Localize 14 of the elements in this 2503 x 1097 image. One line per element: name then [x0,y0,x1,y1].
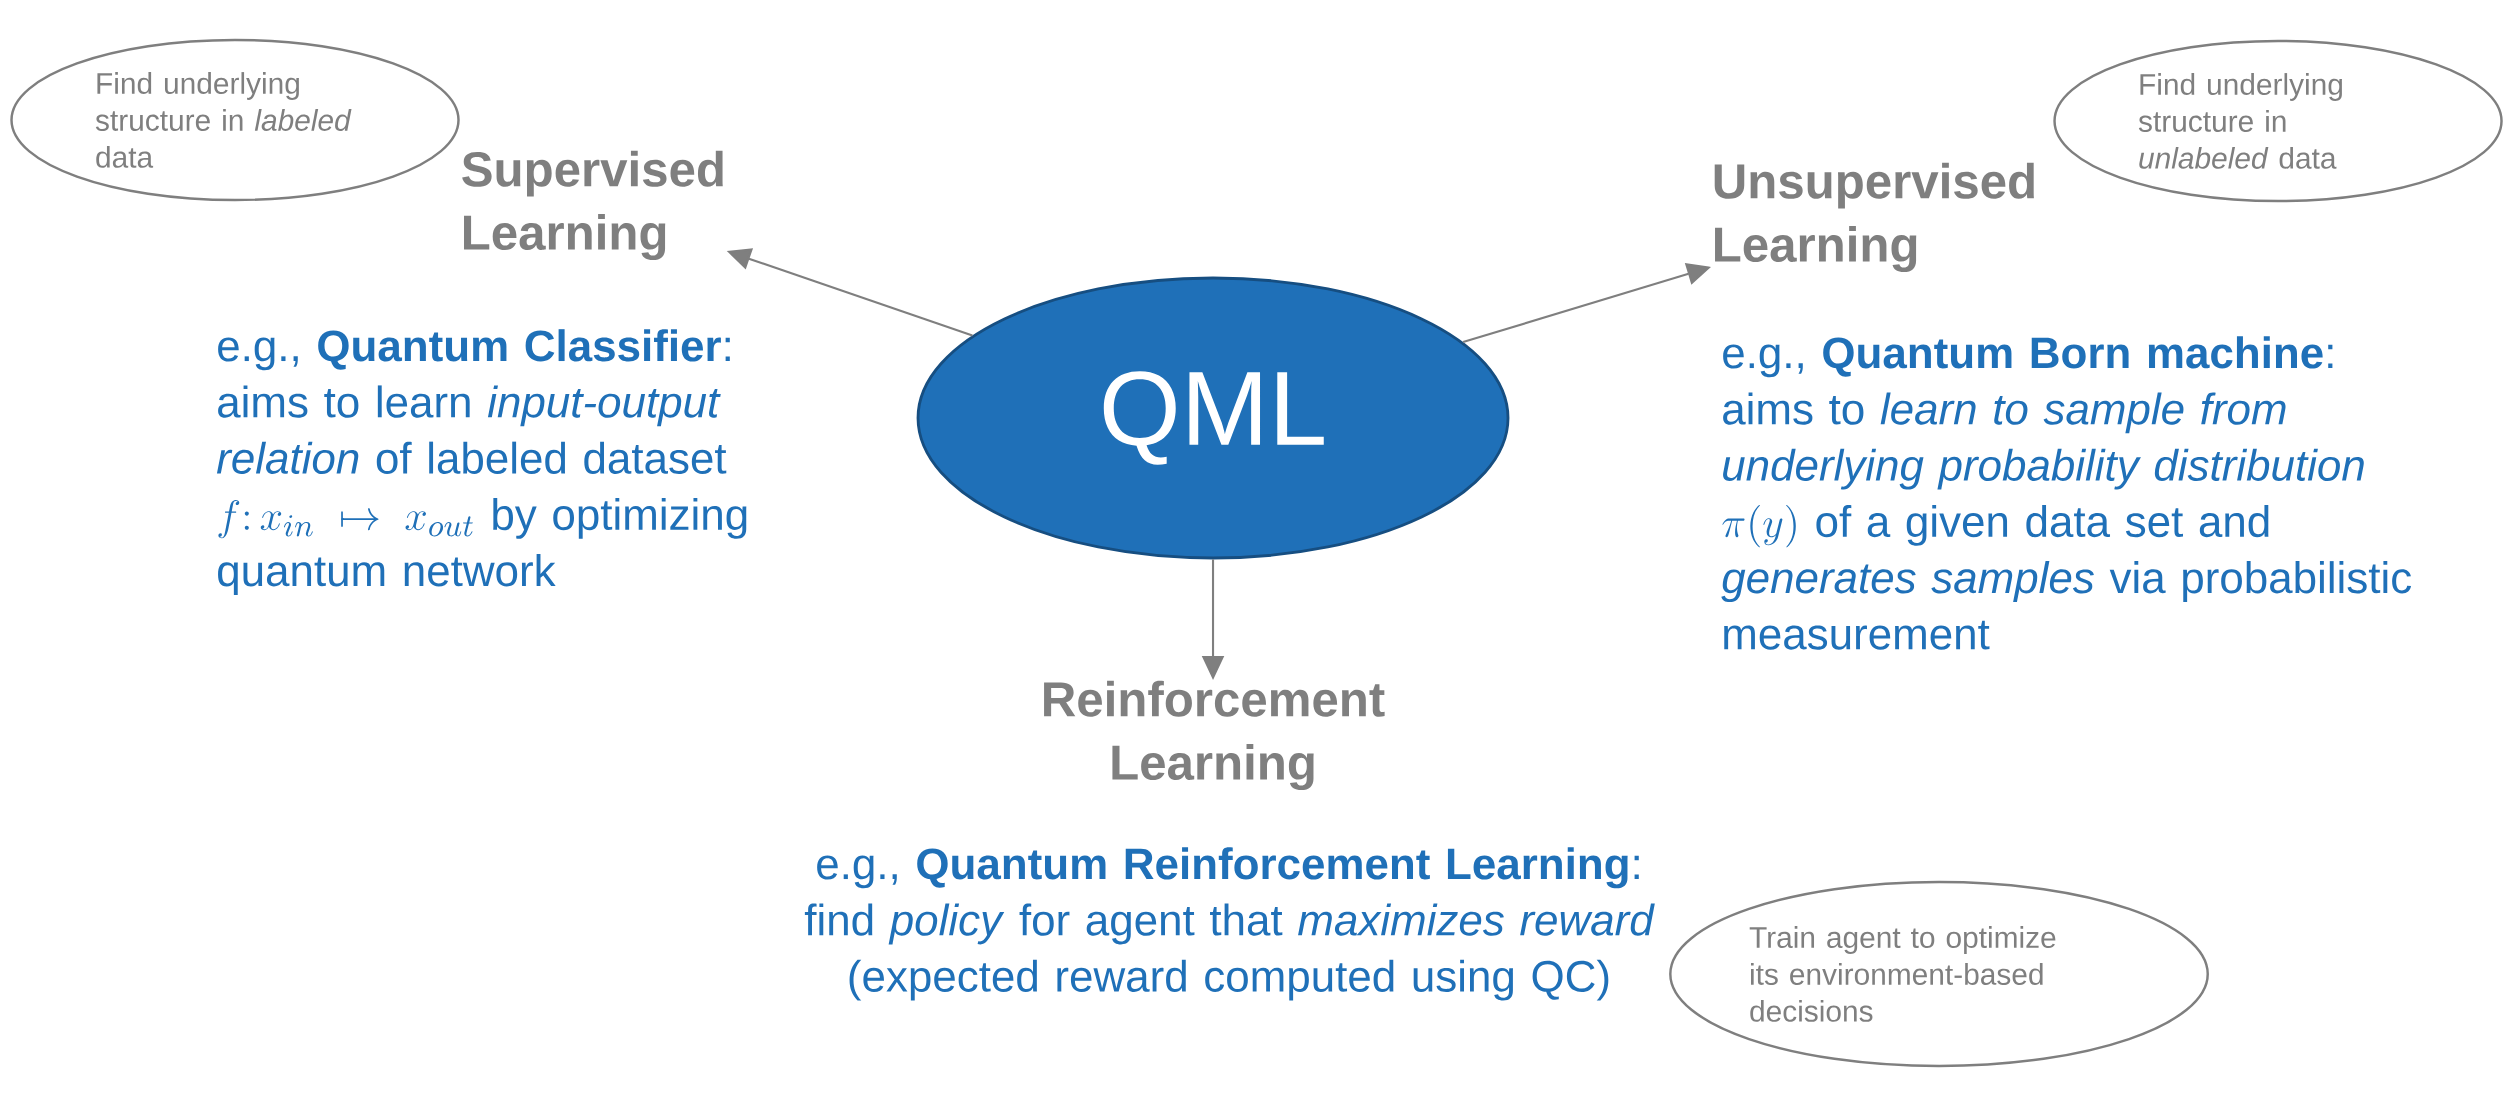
category-heading: Reinforcement Learning [1044,680,1385,791]
label: $f\colon x_{in} \mapsto x_{out}$ [218,500,473,539]
label: by optimizing [493,497,747,539]
category-heading: Supervised Learning [462,150,723,260]
label: $\pi(y)$ [1722,505,1796,548]
label: generates samples via probabilistic [1721,561,2412,603]
description-text: e.g., Quantum Born machine: aims to learn to sample from underlying probability distribution $\pi(y)$ of a given data set and generates samples via probabilistic measurement [1721,336,2412,650]
label: quantum network [218,554,556,596]
label: of a given data set and [1816,504,2269,546]
description-text: e.g., Quantum Classifier: aims to learn input-output relation of labeled dataset $f\colon x_{in} \mapsto x_{out}$ by optimizing quantum network [216,329,747,596]
category-heading: Unsupervised Learning [1714,162,2034,272]
description-text: e.g., Quantum Reinforcement Learning: find policy for agent that maximizes reward (expected reward computed using QC) [804,847,1655,1001]
ellipse-node: QML [916,276,1510,560]
label: measurement [1724,620,1990,650]
